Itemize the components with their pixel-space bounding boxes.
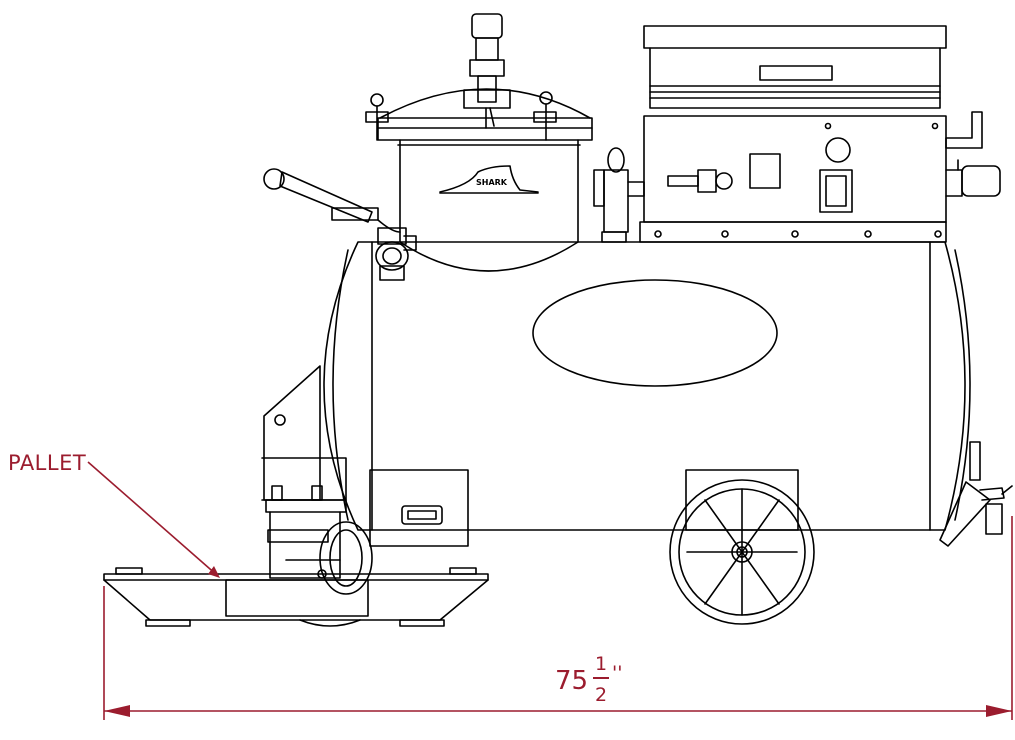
tank-label-oval	[532, 279, 778, 387]
rear-wheel	[669, 469, 815, 625]
dimension-denominator: 2	[594, 684, 608, 706]
lid-knob-left	[370, 93, 384, 107]
pallet	[103, 567, 489, 627]
pressure-gauge	[825, 137, 851, 163]
dimension-arrow-right	[986, 705, 1012, 717]
hopper-lid	[379, 88, 591, 119]
hose-fitting-left	[375, 227, 417, 281]
air-inlet	[945, 111, 1001, 197]
left-caster	[261, 365, 373, 595]
drain-valve	[939, 441, 1013, 547]
caster-wheel	[319, 521, 373, 595]
annotations	[87, 461, 1013, 720]
tank-logo-text: SHARK	[476, 178, 508, 187]
pallet-leader-line	[87, 461, 219, 577]
outlet-socket	[819, 169, 853, 213]
lower-bracket	[369, 469, 469, 547]
push-handle	[263, 168, 401, 233]
hose-fitting-center	[593, 147, 645, 243]
dimension-numerator: 1	[594, 653, 608, 675]
pallet-leader-arrow	[208, 566, 220, 578]
gauge-window	[749, 153, 781, 189]
dimension-unit: ''	[612, 662, 623, 684]
shark-logo	[439, 165, 539, 193]
dimension-arrow-left	[104, 705, 130, 717]
control-box	[639, 25, 947, 243]
valve-lever	[667, 175, 699, 187]
main-tank	[323, 241, 971, 531]
dimension-whole: 75	[555, 666, 589, 696]
top-valve	[463, 13, 511, 129]
control-box-plate	[759, 65, 833, 81]
pallet-label: PALLET	[8, 451, 87, 475]
fraction-bar	[593, 677, 609, 679]
